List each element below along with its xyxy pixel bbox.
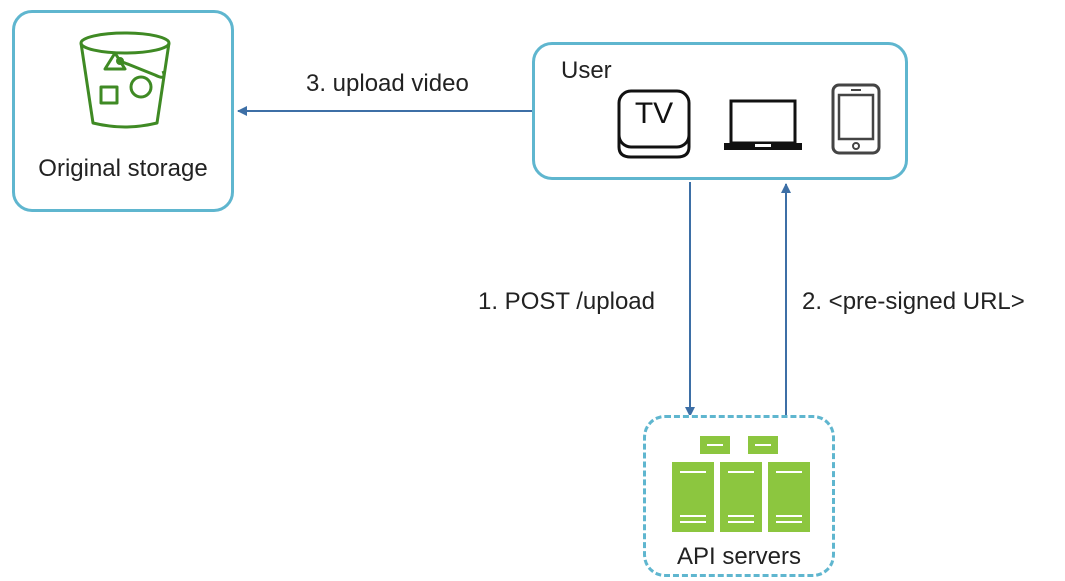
- post-upload-label: 1. POST /upload: [478, 288, 655, 315]
- tv-icon: TV: [617, 89, 691, 159]
- laptop-icon: [724, 99, 802, 150]
- presigned-url-label: 2. <pre-signed URL>: [802, 288, 1025, 315]
- user-node: User TV: [532, 42, 908, 180]
- api-servers-node: API servers: [643, 415, 835, 577]
- api-servers-label: API servers: [676, 543, 802, 570]
- storage-label: Original storage: [38, 155, 208, 182]
- tv-icon-text: TV: [634, 97, 674, 130]
- original-storage-node: Original storage: [12, 10, 234, 212]
- tablet-icon: [831, 83, 881, 155]
- user-label: User: [561, 57, 612, 84]
- server-stack-icon: [672, 436, 810, 532]
- upload-video-label: 3. upload video: [306, 70, 469, 97]
- bucket-icon: [79, 31, 171, 129]
